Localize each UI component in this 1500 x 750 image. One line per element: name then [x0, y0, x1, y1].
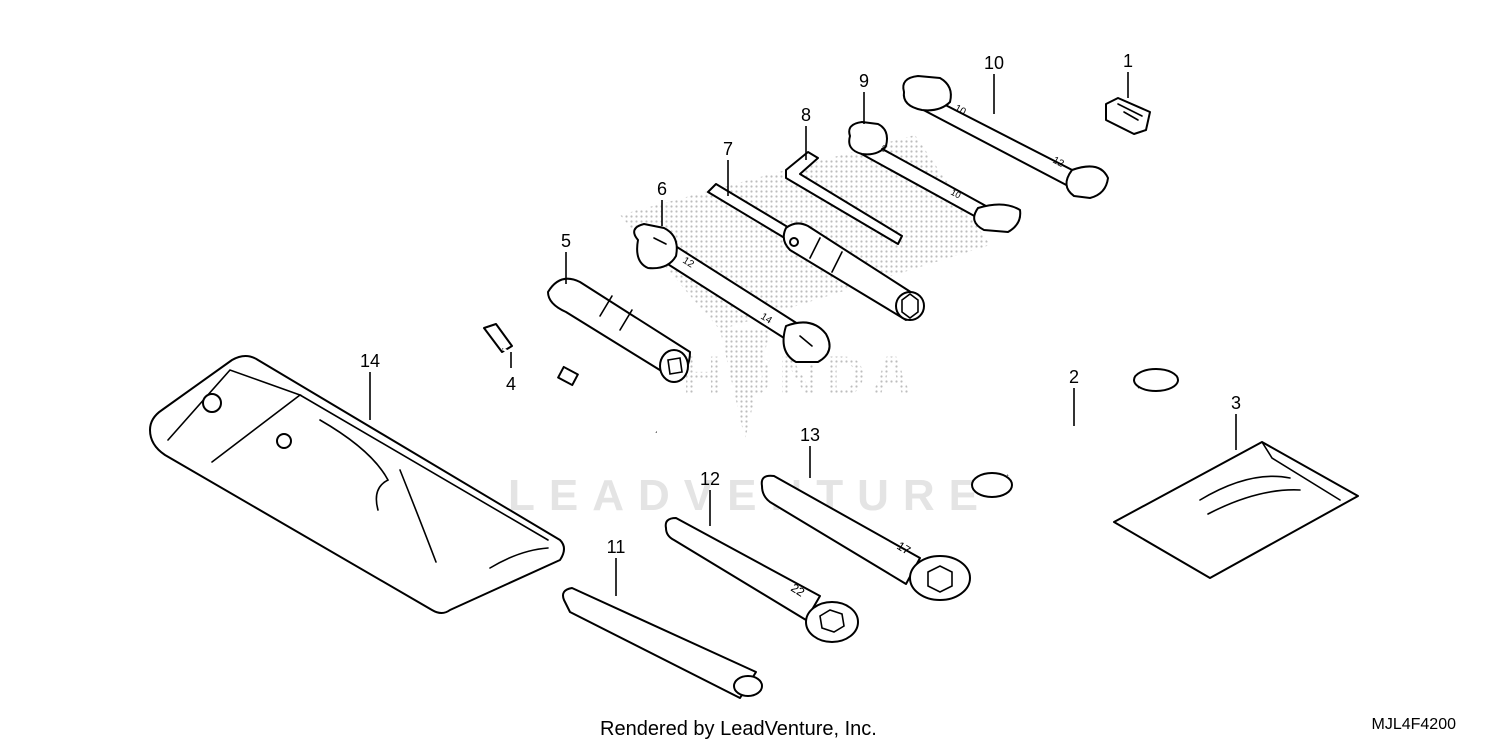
- callout-12: 12: [700, 469, 720, 489]
- wrench-marking: 12: [1051, 155, 1066, 170]
- helmet-cable: [971, 368, 1179, 498]
- callout-11: 11: [607, 537, 626, 557]
- callout-2: 2: [1069, 367, 1079, 387]
- callout-numbers: 1 2 3 4 5 6 7 8 9 10 11 12 13 14: [360, 51, 1241, 557]
- callout-3: 3: [1231, 393, 1241, 413]
- wrench-10x12: 10 12: [902, 75, 1109, 199]
- watermark-company: LEADVENTURE: [508, 471, 992, 520]
- screwdriver: [483, 323, 657, 434]
- wrench-marking: 10: [953, 103, 968, 118]
- callout-13: 13: [800, 425, 820, 445]
- callout-6: 6: [657, 179, 667, 199]
- box-spanner: [707, 183, 925, 321]
- owners-document: [1113, 441, 1359, 579]
- wrench-marking: 10: [949, 187, 963, 201]
- box-wrench-17: 17: [760, 474, 971, 601]
- callout-9: 9: [859, 71, 869, 91]
- leader-lines: [369, 72, 1237, 596]
- footer-credit: Rendered by LeadVenture, Inc.: [600, 718, 877, 740]
- callout-8: 8: [801, 105, 811, 125]
- wrench-12x14: 12 14: [633, 223, 831, 363]
- honda-watermark: HONDA LEADVENTURE: [508, 135, 992, 520]
- box-wrench-22: 22: [664, 517, 859, 643]
- callout-5: 5: [561, 231, 571, 251]
- hex-key: [785, 151, 903, 245]
- clip-part: [1105, 97, 1151, 135]
- callout-14: 14: [360, 351, 380, 371]
- wrench-marking: 8: [879, 143, 888, 154]
- tool-bag: [149, 355, 565, 614]
- callout-4: 4: [506, 374, 516, 394]
- callout-7: 7: [723, 139, 733, 159]
- callout-10: 10: [984, 53, 1004, 73]
- wrench-8x10: 8 10: [848, 121, 1022, 233]
- diagram-code: MJL4F4200: [1371, 716, 1457, 733]
- screwdriver-handle: [547, 277, 691, 383]
- handle-grip: [562, 587, 763, 699]
- callout-1: 1: [1123, 51, 1133, 71]
